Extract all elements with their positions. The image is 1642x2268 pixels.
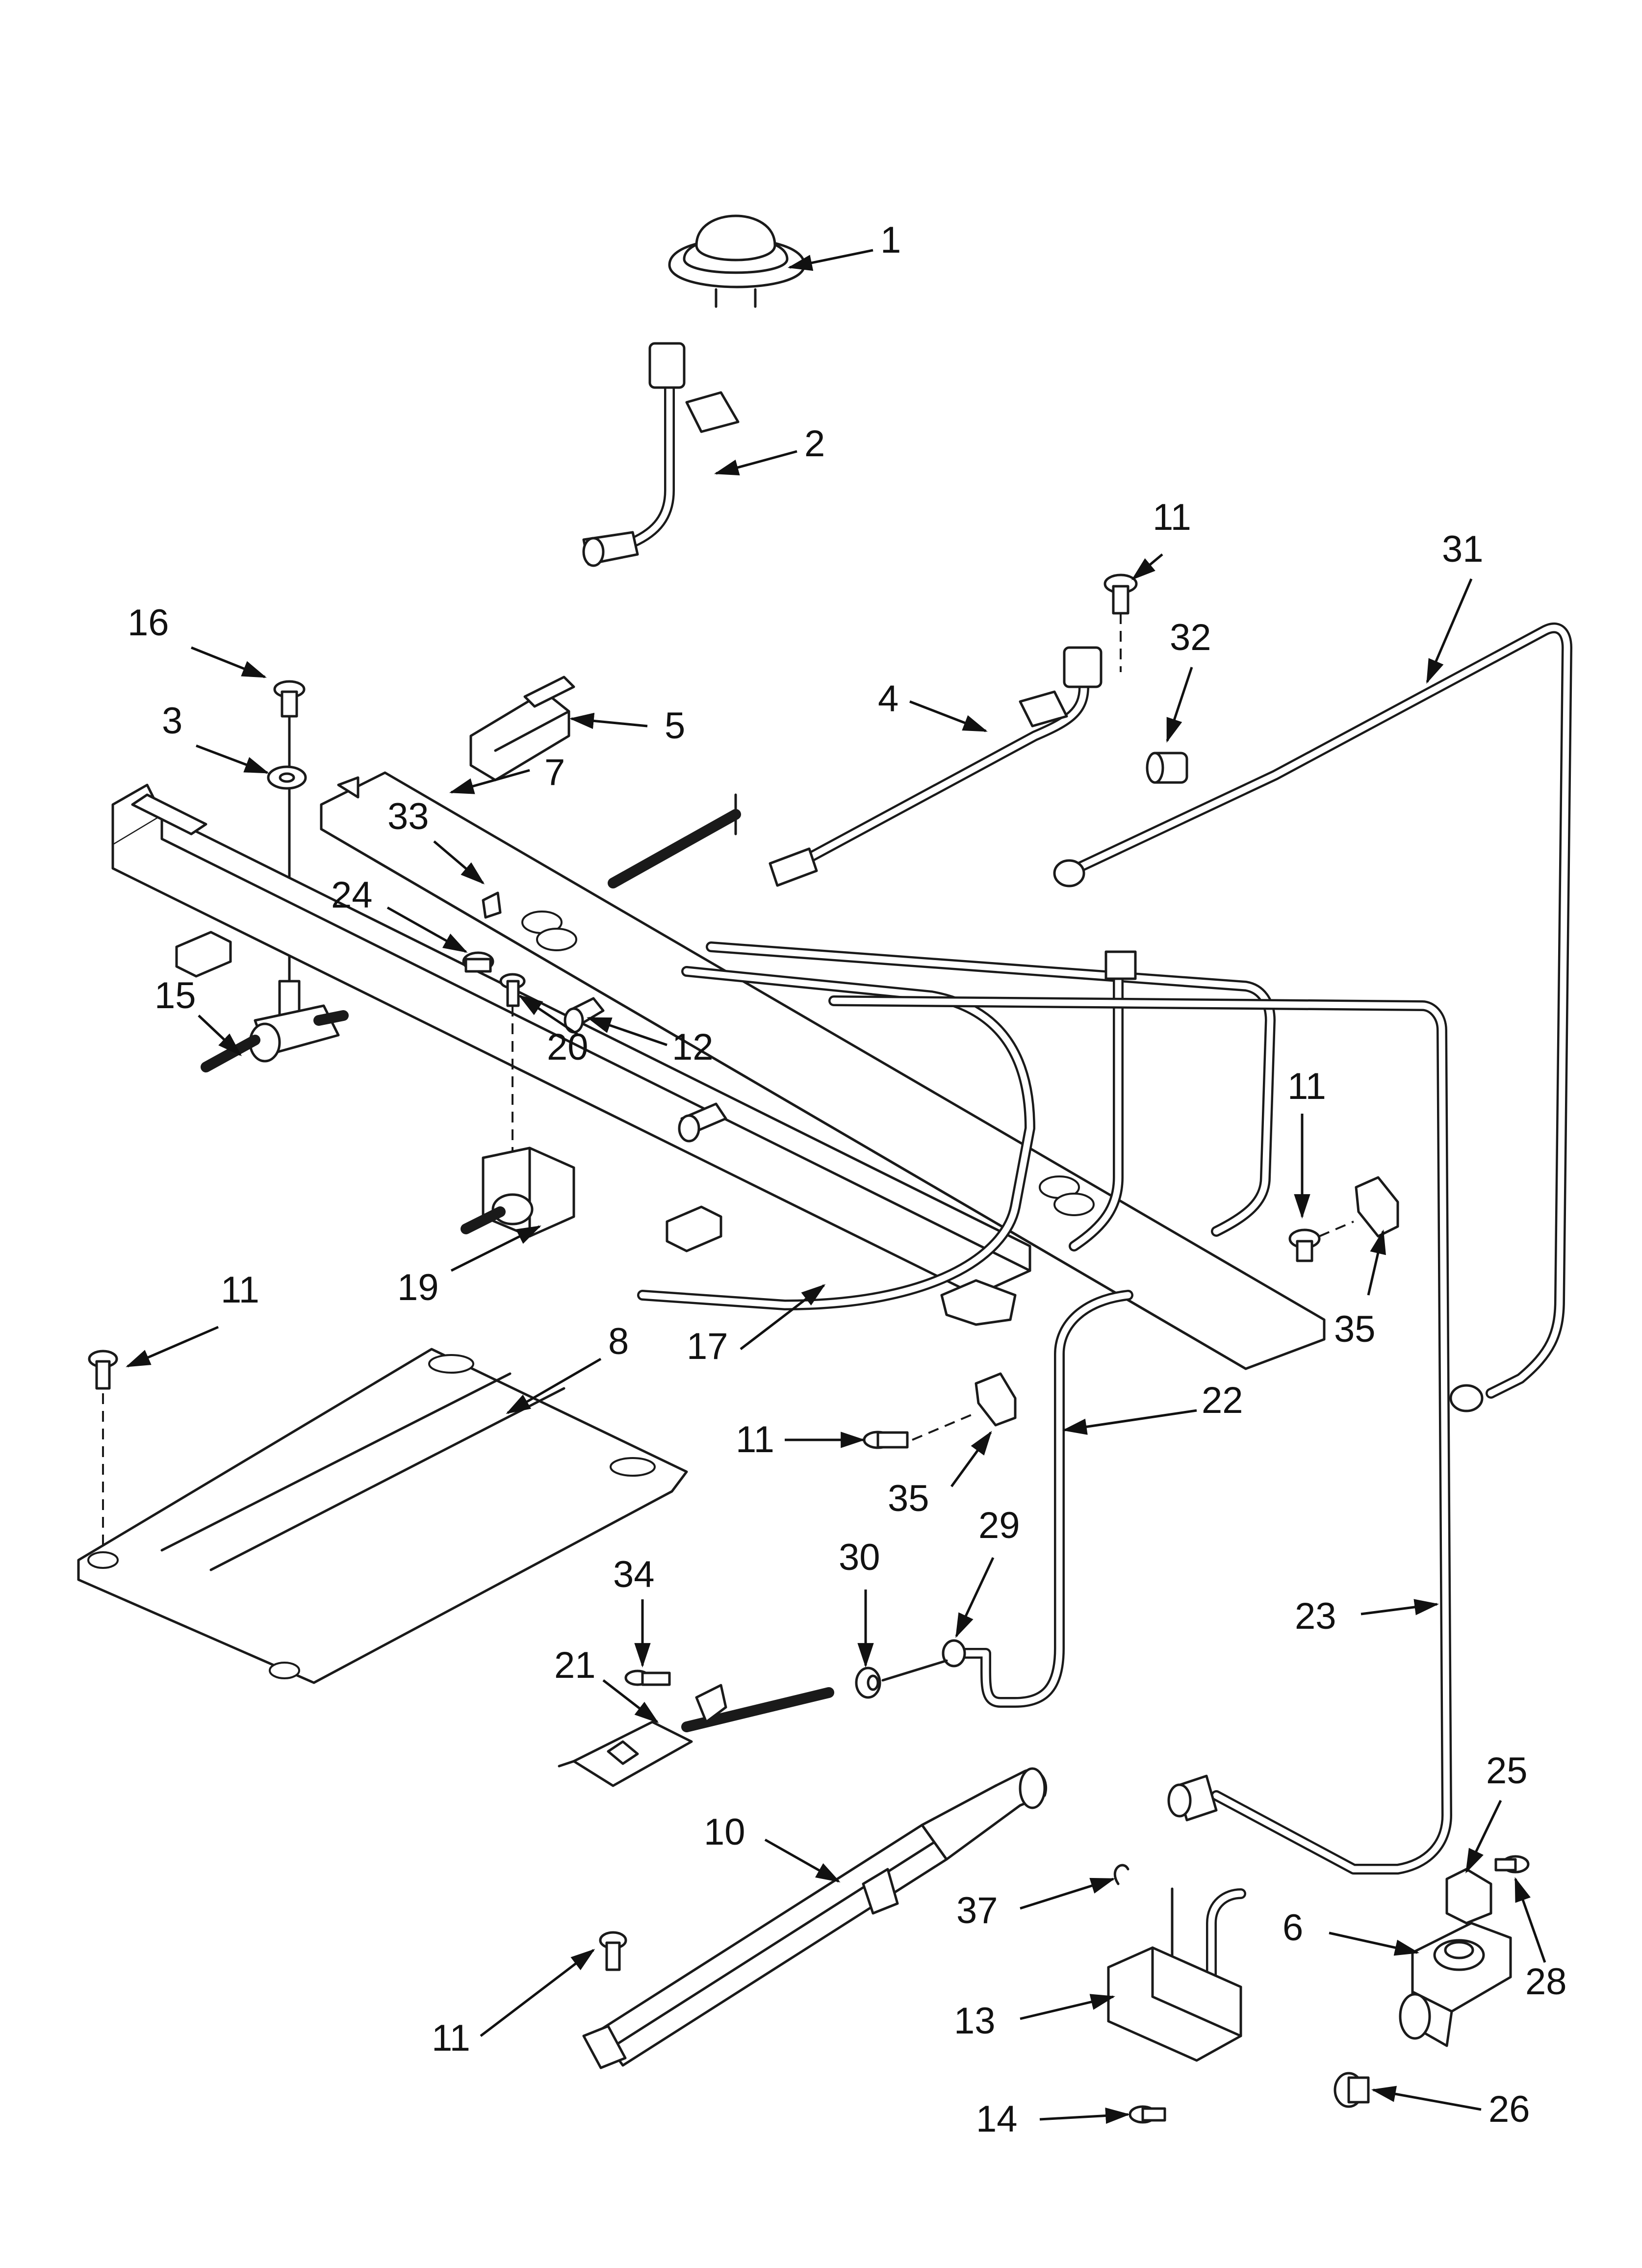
regulator-6-part — [1334, 1855, 1530, 2108]
leader-3 — [196, 744, 269, 774]
leader-24 — [386, 906, 468, 953]
callout-11-right: 11 — [1287, 1066, 1326, 1107]
leader-1 — [787, 249, 873, 271]
leader-22 — [1062, 1409, 1197, 1435]
leader-37 — [1020, 1877, 1115, 1910]
callout-21: 21 — [554, 1644, 596, 1686]
manifold-bar-7-part — [320, 771, 1326, 1370]
callout-22: 22 — [1202, 1380, 1243, 1421]
leader-15 — [198, 1015, 242, 1056]
callout-17: 17 — [687, 1326, 728, 1367]
callout-25: 25 — [1486, 1750, 1528, 1792]
screw-clip-right-part — [1288, 1176, 1399, 1262]
leader-4 — [909, 700, 988, 732]
leader-25 — [1465, 1799, 1502, 1874]
leader-5 — [569, 712, 648, 730]
frame-rail-part — [111, 783, 1031, 1326]
callout-35-right: 35 — [1334, 1308, 1376, 1350]
leader-35b — [950, 1431, 992, 1487]
callout-2: 2 — [804, 423, 825, 465]
leader-17 — [740, 1284, 826, 1350]
callout-24: 24 — [331, 874, 373, 916]
leader-6 — [1329, 1931, 1420, 1956]
safety-valve-13-part — [1107, 1864, 1246, 2124]
bracket-5-part — [469, 676, 575, 782]
callout-31: 31 — [1442, 528, 1484, 570]
screw-clip-center-part — [863, 1372, 1017, 1449]
callout-26: 26 — [1488, 2088, 1530, 2130]
callout-4: 4 — [878, 678, 898, 720]
callout-32: 32 — [1170, 617, 1211, 658]
callout-13: 13 — [954, 2000, 996, 2042]
leader-lines — [126, 249, 1546, 2124]
tube-23-part — [828, 995, 1452, 1875]
callout-labels: 1 2 11 31 32 16 3 5 4 7 33 24 15 20 12 1… — [128, 219, 1567, 2140]
shield-plate-8-part — [77, 1348, 688, 1684]
burner-cap-part — [668, 214, 806, 308]
callout-3: 3 — [162, 700, 182, 742]
callout-33: 33 — [387, 796, 429, 837]
leader-31 — [1426, 578, 1473, 684]
leader-11c — [126, 1326, 219, 1368]
leader-16 — [191, 646, 267, 678]
callout-20: 20 — [547, 1026, 589, 1068]
callout-23: 23 — [1295, 1595, 1336, 1637]
callout-37: 37 — [956, 1890, 998, 1931]
callout-11-bottom: 11 — [432, 2017, 470, 2059]
callout-12: 12 — [672, 1026, 714, 1068]
callout-15: 15 — [154, 975, 196, 1017]
small-fittings-part — [462, 793, 741, 1207]
leader-13 — [1020, 1994, 1116, 2020]
callout-11-left: 11 — [221, 1269, 259, 1311]
leader-33 — [433, 840, 485, 885]
callout-10: 10 — [704, 1811, 745, 1853]
callout-7: 7 — [544, 752, 565, 793]
leader-8 — [506, 1357, 602, 1414]
leader-19 — [450, 1225, 541, 1272]
burner-tube-17-part — [637, 941, 1276, 1310]
leader-7 — [449, 769, 530, 794]
leader-20 — [518, 994, 580, 1037]
switch-19-part — [461, 1147, 575, 1238]
leader-28 — [1514, 1877, 1546, 1963]
leader-21 — [602, 1679, 659, 1723]
leader-35a — [1367, 1229, 1386, 1296]
callout-5: 5 — [665, 705, 685, 747]
leader-32 — [1166, 667, 1193, 743]
callout-16: 16 — [128, 602, 169, 644]
leader-2 — [714, 450, 797, 476]
burner-tube-4-part — [769, 646, 1103, 887]
leader-12 — [587, 1017, 667, 1046]
callout-29: 29 — [978, 1505, 1020, 1546]
callout-6: 6 — [1283, 1907, 1303, 1949]
leader-11e — [480, 1949, 595, 2037]
leader-23 — [1360, 1599, 1439, 1616]
screw-11-lower — [599, 1931, 627, 1971]
orifice-elbow-part — [582, 342, 740, 567]
callout-28: 28 — [1525, 1961, 1567, 2003]
tube-31-part — [1053, 623, 1572, 1412]
callout-14: 14 — [976, 2098, 1018, 2140]
grommet-30-part — [855, 1659, 948, 1699]
callout-8: 8 — [608, 1321, 629, 1362]
callout-35-center: 35 — [888, 1478, 929, 1519]
tube-22-part — [942, 1290, 1133, 1708]
screw-11-top — [1103, 574, 1138, 672]
oven-burner-10-part — [582, 1767, 1048, 2069]
callout-30: 30 — [839, 1537, 880, 1578]
callout-11-top: 11 — [1153, 496, 1191, 538]
callout-1: 1 — [880, 219, 901, 261]
leader-10 — [764, 1838, 841, 1883]
rod-21-part — [558, 1669, 834, 1787]
leader-26 — [1371, 2086, 1482, 2111]
callout-34: 34 — [613, 1554, 655, 1595]
fitting-32-part — [1146, 752, 1188, 784]
leader-29 — [955, 1557, 995, 1638]
callout-11-center: 11 — [736, 1419, 774, 1460]
leader-14 — [1039, 2107, 1130, 2124]
callout-19: 19 — [397, 1267, 439, 1308]
leader-11a — [1131, 553, 1163, 580]
